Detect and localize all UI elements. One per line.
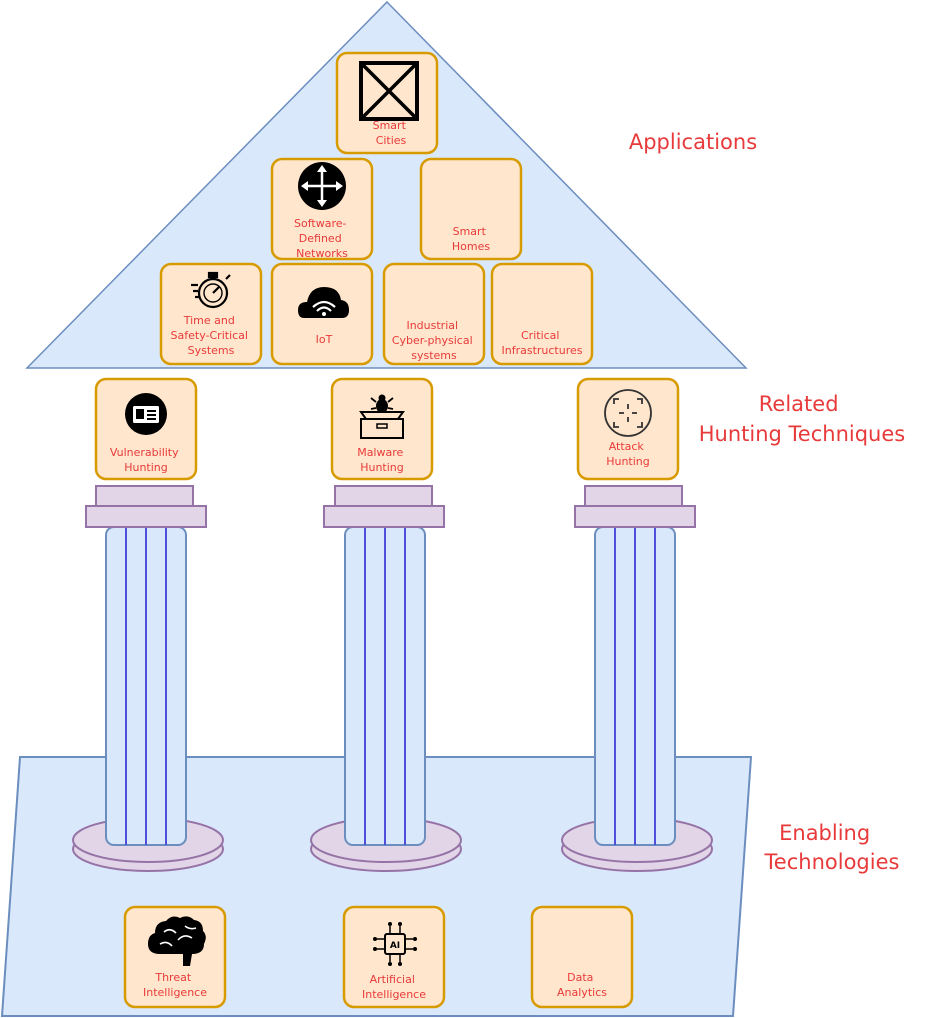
enabling-label-data: Data Analytics — [557, 971, 607, 999]
wifi-cloud-icon — [298, 287, 349, 318]
app-box-time-safety: Time and Safety-Critical Systems — [159, 262, 263, 366]
app-label-sdn: Software- Defined Networks — [294, 217, 350, 260]
enabling-label-threat: Threat Intelligence — [143, 971, 207, 999]
ai-chip-icon: AI — [373, 922, 417, 966]
app-label-time-safety: Time and Safety-Critical Systems — [171, 314, 252, 357]
hunting-label-attack: Attack Hunting — [606, 440, 650, 468]
hunting-box-vulnerability: Vulnerability Hunting — [94, 377, 198, 481]
brain-icon — [148, 916, 206, 966]
pillar-shaft-left — [105, 526, 187, 846]
enabling-box-threat: Threat Intelligence — [123, 905, 227, 1009]
hunting-label-vulnerability: Vulnerability Hunting — [110, 446, 182, 474]
app-label-smart-cities: Smart Cities — [373, 119, 410, 147]
app-label-iot: IoT — [316, 333, 333, 346]
section-label-enabling: Enabling Technologies — [764, 821, 900, 874]
enabling-box-data: Data Analytics — [530, 905, 634, 1009]
bug-box-icon — [359, 394, 405, 439]
hunting-box-attack: Attack Hunting — [576, 377, 680, 481]
pillar-capital-left — [85, 485, 207, 528]
hunting-box-malware: Malware Hunting — [330, 377, 434, 481]
stopwatch-icon — [191, 271, 231, 309]
hunting-label-malware: Malware Hunting — [357, 446, 407, 474]
app-box-industrial: Industrial Cyber-physical systems — [382, 262, 486, 366]
app-box-critical: Critical Infrastructures — [490, 262, 594, 366]
app-box-iot: IoT — [270, 262, 374, 366]
section-label-hunting: Related Hunting Techniques — [699, 392, 905, 446]
enabling-label-ai: Artificial Intelligence — [362, 973, 426, 1001]
app-label-critical: Critical Infrastructures — [501, 329, 582, 357]
pillar-capital-right — [574, 485, 696, 528]
id-card-icon — [125, 393, 167, 435]
section-label-applications: Applications — [629, 130, 757, 154]
pillar-shaft-right — [594, 526, 676, 846]
app-box-smart-homes: Smart Homes — [419, 157, 523, 261]
target-icon — [604, 389, 652, 437]
pillar-shaft-middle — [344, 526, 426, 846]
app-label-industrial: Industrial Cyber-physical systems — [392, 319, 476, 362]
four-arrows-icon — [298, 162, 346, 210]
enabling-box-ai: AI Artificial Intelligence — [342, 905, 446, 1009]
app-box-sdn: Software- Defined Networks — [270, 157, 374, 261]
app-label-smart-homes: Smart Homes — [452, 225, 490, 253]
crossed-box-icon — [359, 61, 419, 121]
svg-text:AI: AI — [390, 941, 400, 951]
pillar-capital-middle — [323, 485, 445, 528]
app-box-smart-cities: Smart Cities — [335, 51, 439, 155]
